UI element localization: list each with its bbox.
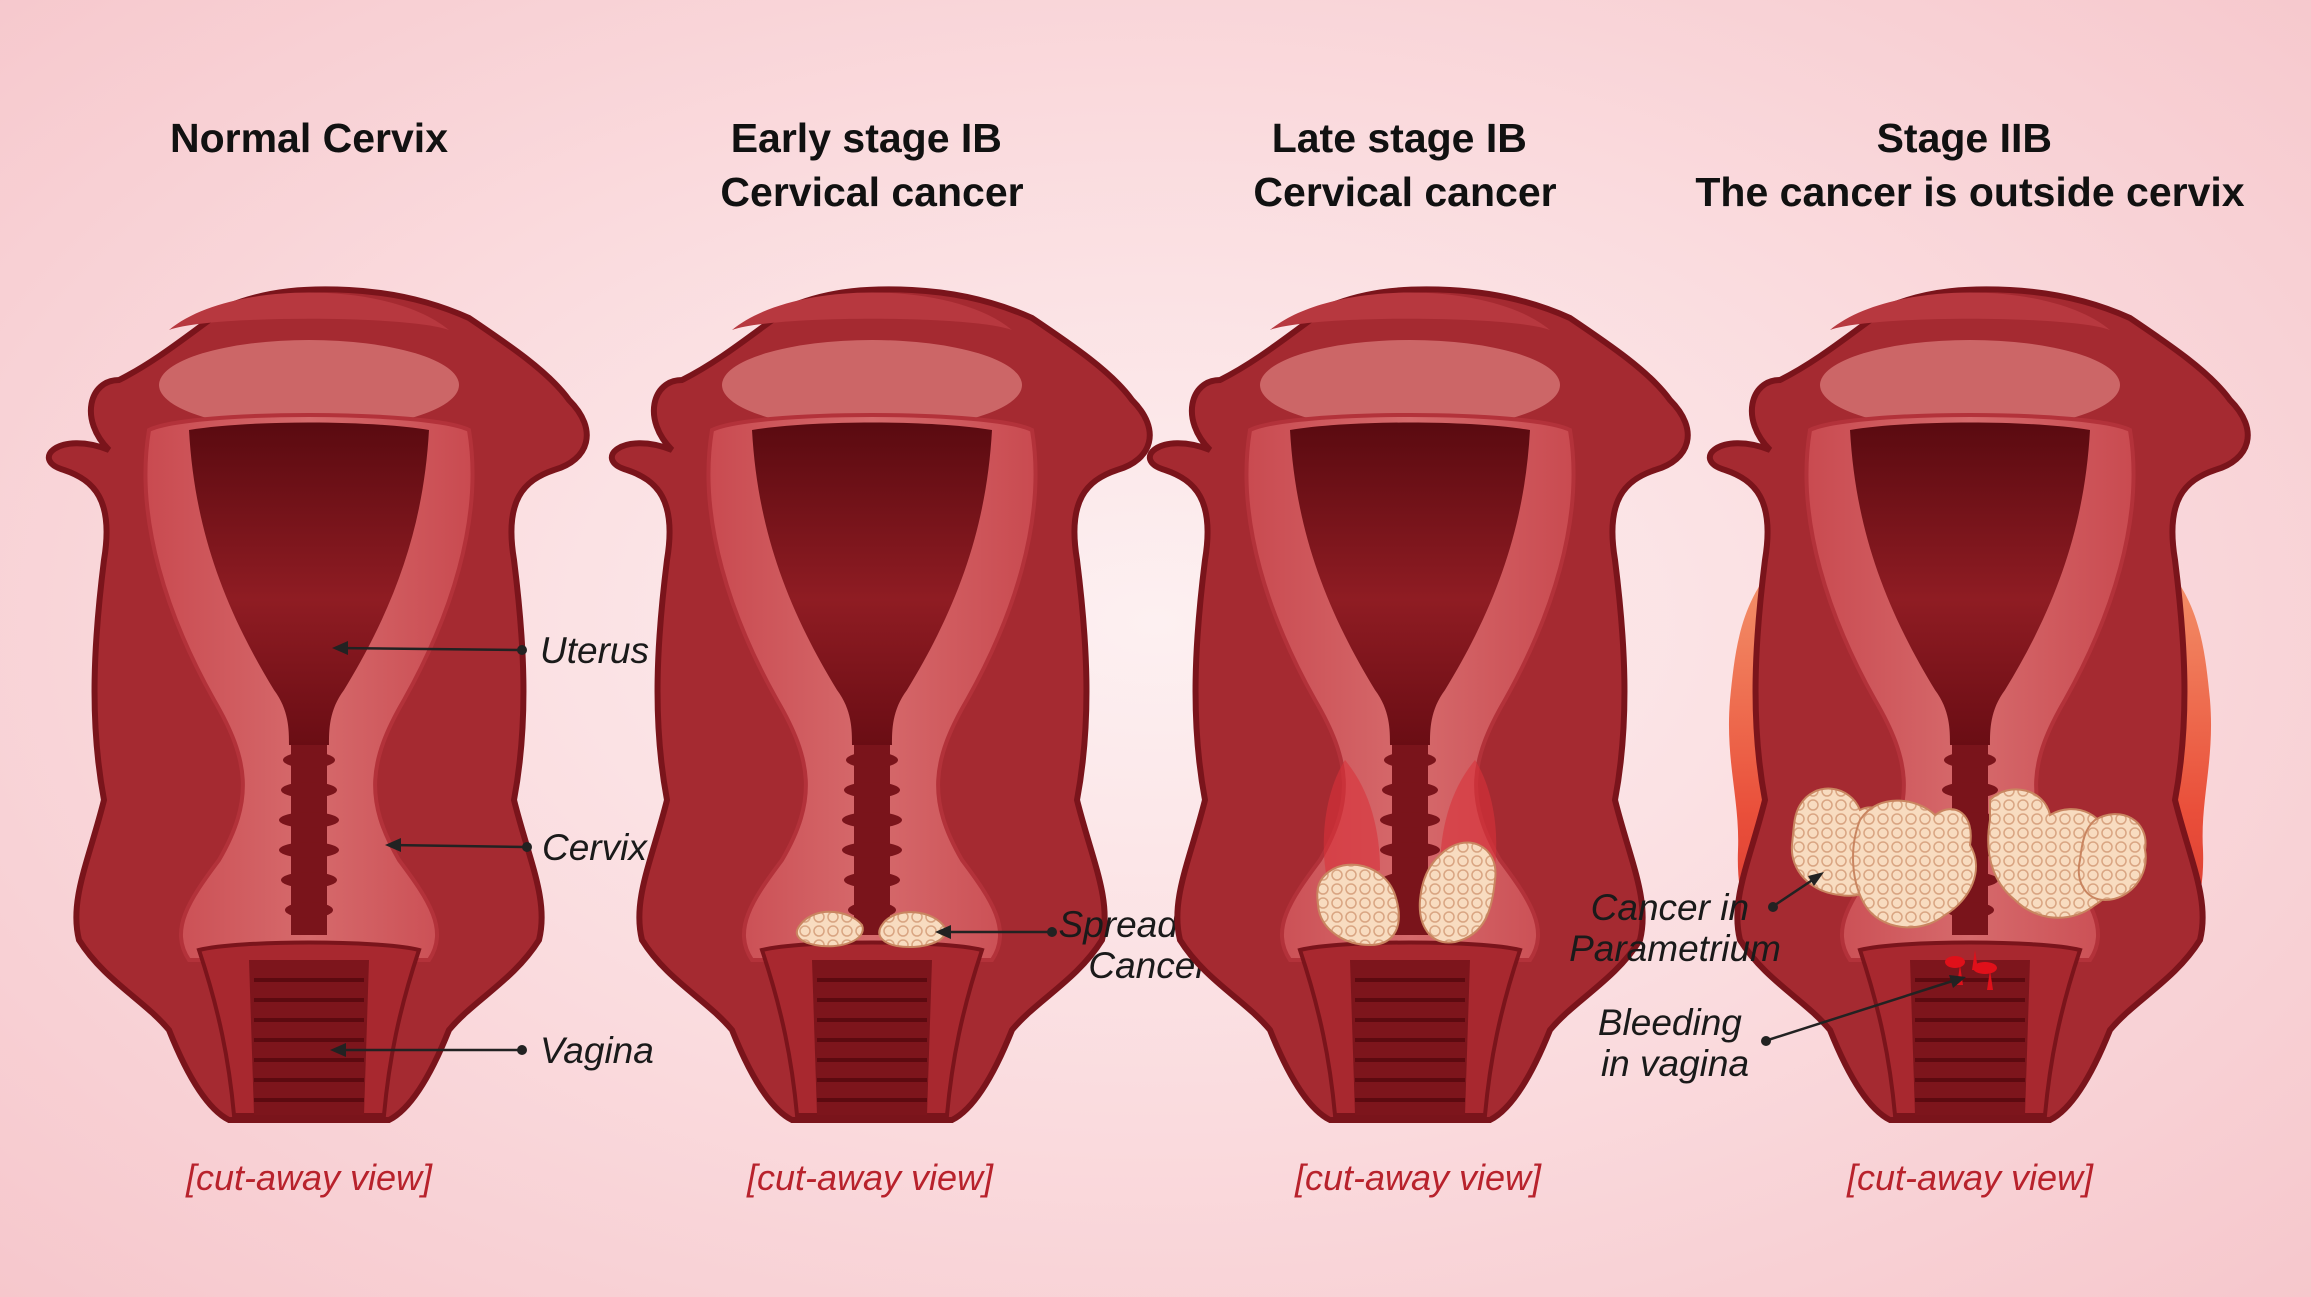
panel-title-line: Stage IIB: [1877, 115, 2052, 161]
panel-title: Stage IIB The cancer is outside cervix: [1695, 115, 2244, 215]
cancer-parametrium-label: Cancer in Parametrium: [1569, 887, 1781, 969]
bleeding-vagina-label: Bleeding in vagina: [1598, 1002, 1752, 1084]
panel-title-line: Normal Cervix: [170, 115, 448, 161]
panel-title-line: Cervical cancer: [1253, 169, 1556, 215]
panel-title: Normal Cervix: [170, 115, 448, 161]
organ-illustration: [612, 289, 1150, 1120]
panel-normal-cervix: Normal Cervix Uterus Cervix Vagina [cut-…: [49, 115, 654, 1198]
parametrium-pointer: [1768, 872, 1824, 912]
panel-caption: [cut-away view]: [1294, 1157, 1542, 1198]
cancer-parametrium-line: Cancer in: [1591, 887, 1749, 928]
panel-caption: [cut-away view]: [746, 1157, 994, 1198]
panel-stage-iib: Stage IIB The cancer is outside cervix […: [1695, 115, 2247, 1198]
bleeding-pointer: [1761, 975, 1966, 1046]
cancer-lesions: [795, 910, 947, 948]
panel-title-line: The cancer is outside cervix: [1695, 169, 2244, 215]
panel-early-stage-ib: Early stage IB Cervical cancer [cut-away…: [612, 115, 1150, 1198]
bleeding-vagina-line: Bleeding: [1598, 1002, 1742, 1043]
panel-late-stage-ib: Late stage IB Cervical cancer [cut-away …: [1150, 115, 1688, 1198]
cervix-pointer: [385, 838, 532, 852]
vagina-label: Vagina: [540, 1030, 654, 1071]
cancer-parametrium-line: Parametrium: [1569, 928, 1781, 969]
organ-illustration: [49, 289, 587, 1120]
panel-title: Late stage IB Cervical cancer: [1253, 115, 1556, 215]
panel-title: Early stage IB Cervical cancer: [720, 115, 1023, 215]
cancer-lesions: [1790, 787, 2147, 929]
organ-illustration: [1710, 289, 2248, 1120]
panel-title-line: Late stage IB: [1272, 115, 1527, 161]
panel-title-line: Cervical cancer: [720, 169, 1023, 215]
panel-title-line: Early stage IB: [731, 115, 1002, 161]
panel-caption: [cut-away view]: [185, 1157, 433, 1198]
bleeding-vagina-line: in vagina: [1601, 1043, 1749, 1084]
vagina-pointer: [330, 1043, 527, 1057]
uterus-label: Uterus: [540, 630, 649, 671]
cervix-label: Cervix: [542, 827, 648, 868]
uterus-pointer: [332, 641, 527, 655]
organ-illustration: [1150, 289, 1688, 1120]
panel-caption: [cut-away view]: [1846, 1157, 2094, 1198]
cancer-lesions: [1316, 760, 1497, 947]
